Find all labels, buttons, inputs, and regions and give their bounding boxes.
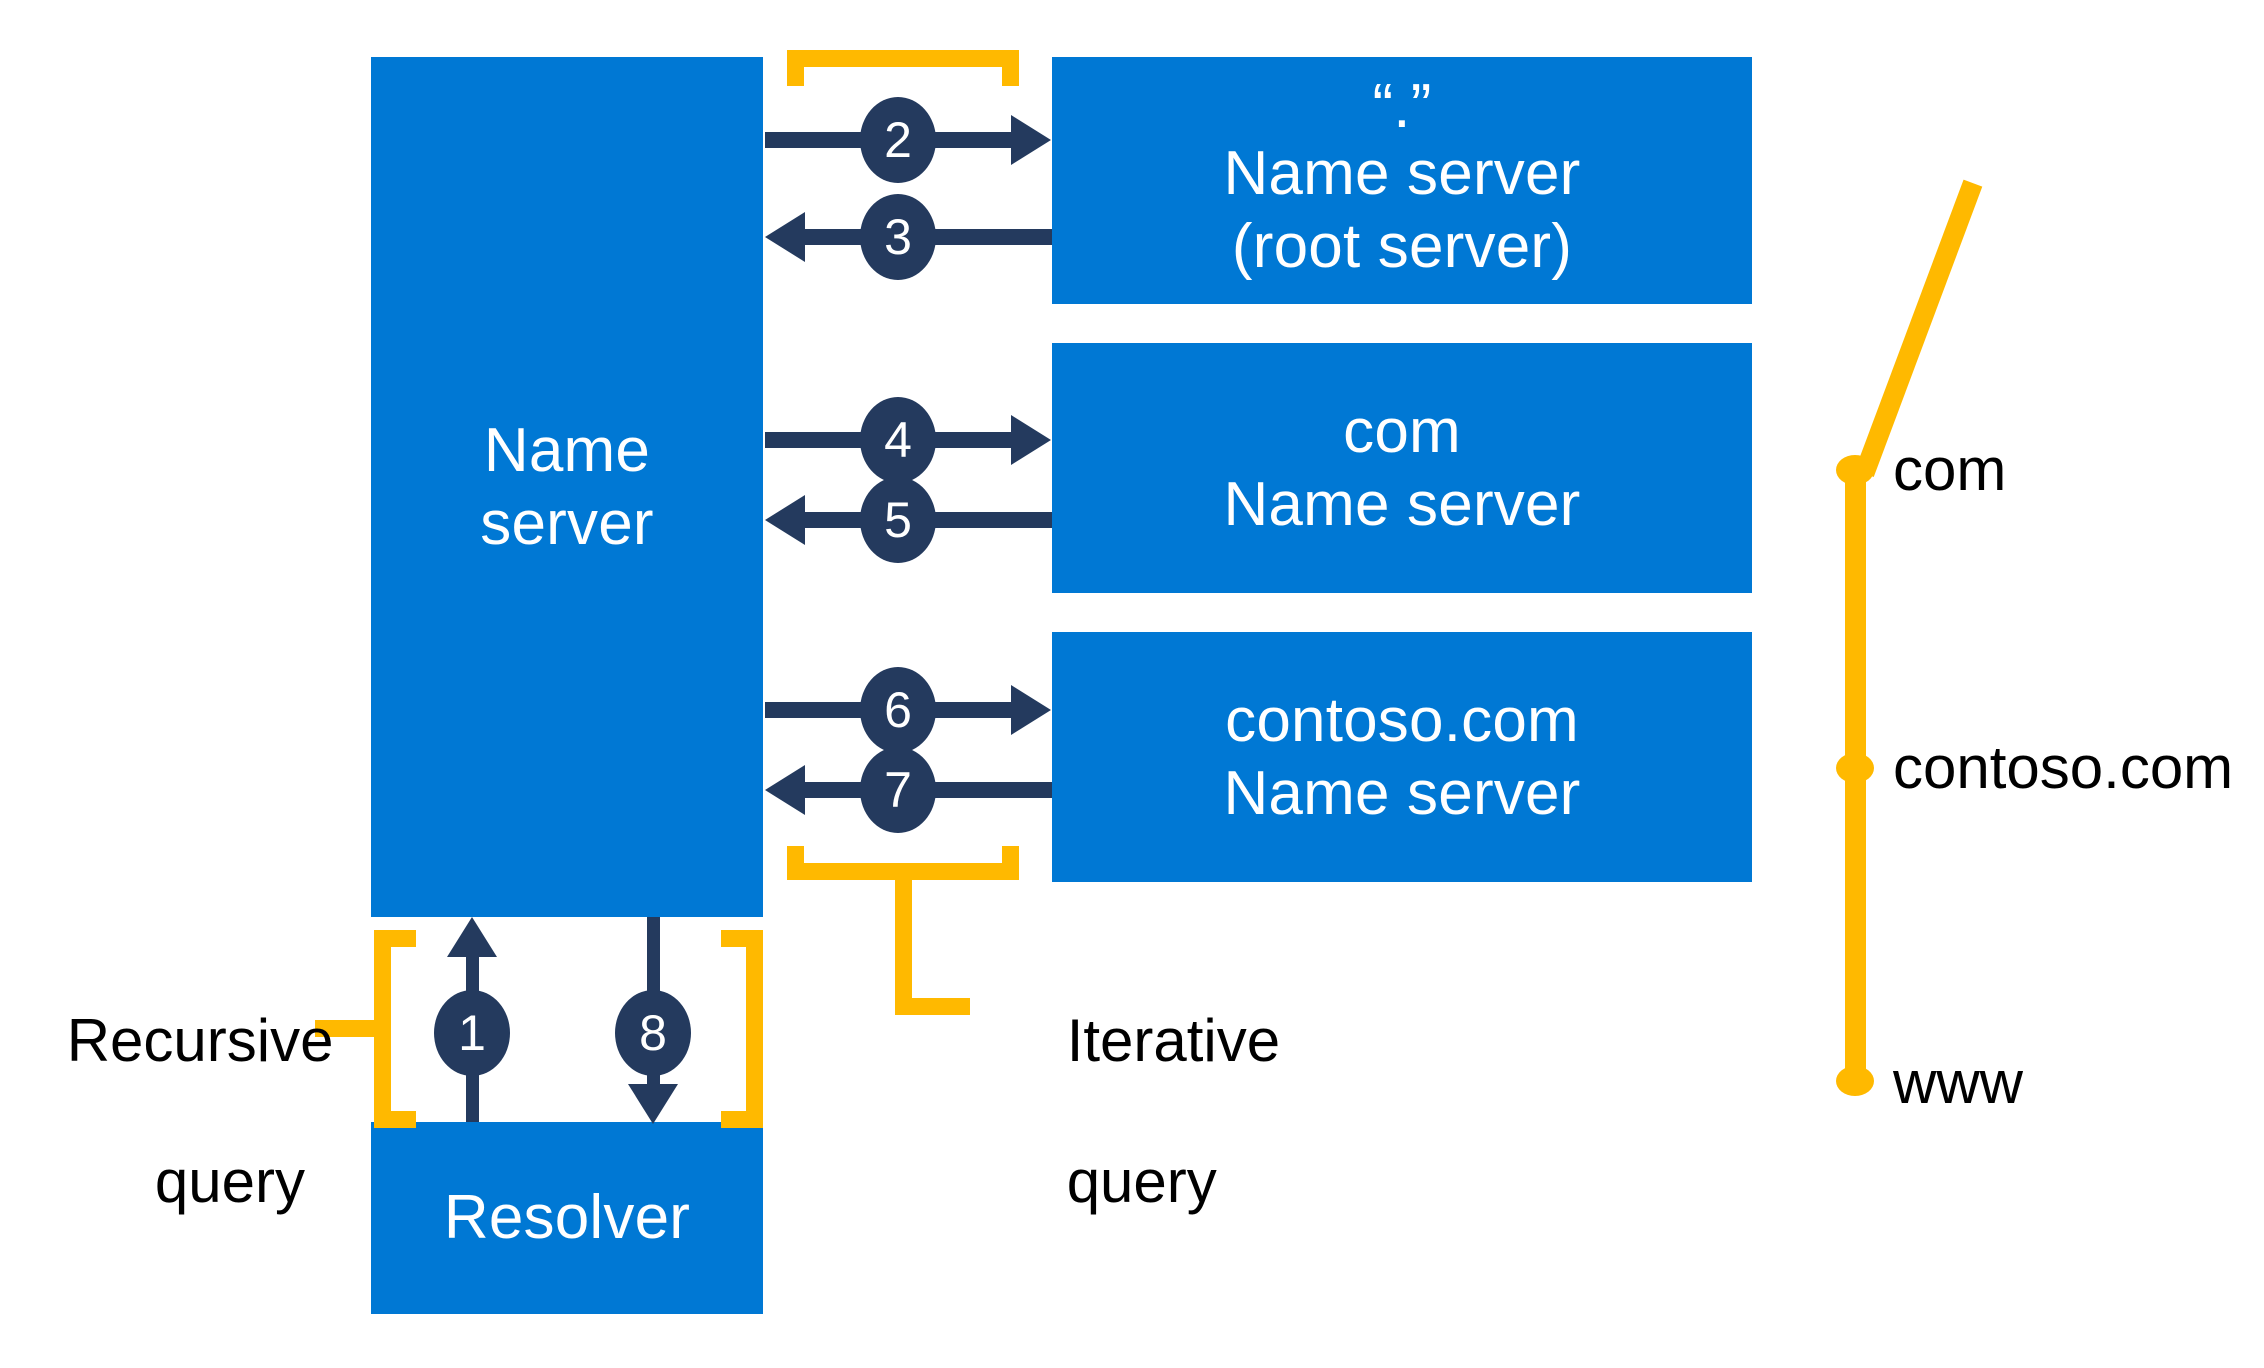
iterative-bracket-bottom-left-tick [787, 846, 804, 880]
step-badge-2: 2 [860, 97, 936, 183]
name-server-line-2: server [480, 489, 654, 558]
tree-node-label-contoso: contoso.com [1893, 734, 2234, 801]
arrow-step-6-head [1011, 685, 1051, 735]
block-com-name-server: com Name server [1052, 343, 1752, 593]
recursive-bracket-right-bottom-tick [721, 1111, 763, 1128]
iterative-bracket-top-bar [787, 50, 1019, 67]
iterative-bracket-bottom-right-tick [1002, 846, 1019, 880]
tree-branch-diagonal [1855, 179, 1983, 478]
root-server-line-2: Name server [1223, 138, 1581, 208]
recursive-bracket-right-vertical [746, 930, 763, 1128]
recursive-query-line-1: Recursive [66, 1006, 334, 1074]
root-server-line-3: (root server) [1231, 211, 1573, 281]
recursive-query-label: Recursive query [0, 935, 334, 1289]
recursive-bracket-left-vertical [374, 930, 391, 1128]
step-badge-6: 6 [860, 667, 936, 753]
arrow-step-1-head [447, 917, 497, 957]
recursive-bracket-left-top-tick [374, 930, 416, 947]
block-name-server: Name server [371, 57, 763, 917]
step-badge-4: 4 [860, 397, 936, 483]
resolver-label: Resolver [443, 1183, 691, 1253]
block-contoso-name-server: contoso.com Name server [1052, 632, 1752, 882]
iterative-bracket-stem-vertical [895, 863, 912, 1015]
root-server-dot-label: “.” [1372, 71, 1432, 141]
iterative-query-label: Iterative query [1000, 935, 1280, 1289]
arrow-step-8-head [628, 1084, 678, 1124]
name-server-line-1: Name [483, 415, 651, 485]
arrow-step-3-head [765, 212, 805, 262]
step-badge-8: 8 [615, 990, 691, 1076]
step-badge-7: 7 [860, 747, 936, 833]
iterative-bracket-top-right-tick [1002, 50, 1019, 86]
tree-node-dot-com [1836, 455, 1874, 485]
iterative-query-line-2: query [1066, 1148, 1217, 1216]
recursive-query-line-2: query [154, 1148, 305, 1216]
com-server-line-2: Name server [1223, 470, 1581, 539]
block-root-name-server: “.” Name server (root server) [1052, 57, 1752, 304]
step-badge-5: 5 [860, 477, 936, 563]
com-server-line-1: com [1343, 396, 1461, 466]
arrow-step-5-head [765, 495, 805, 545]
contoso-server-line-2: Name server [1223, 759, 1581, 828]
iterative-bracket-stem-horizontal [895, 998, 970, 1015]
arrow-step-4-head [1011, 415, 1051, 465]
recursive-bracket-stem [315, 1020, 377, 1037]
block-resolver: Resolver [371, 1122, 763, 1314]
recursive-bracket-left-bottom-tick [374, 1111, 416, 1128]
arrow-step-2-head [1011, 115, 1051, 165]
step-badge-1: 1 [434, 990, 510, 1076]
contoso-server-line-1: contoso.com [1225, 685, 1579, 755]
iterative-bracket-top-left-tick [787, 50, 804, 86]
tree-node-dot-www [1836, 1066, 1874, 1096]
recursive-bracket-right-top-tick [721, 930, 763, 947]
step-badge-3: 3 [860, 194, 936, 280]
tree-node-dot-contoso [1836, 753, 1874, 783]
iterative-query-line-1: Iterative [1066, 1006, 1281, 1074]
arrow-step-7-head [765, 765, 805, 815]
tree-node-label-com: com [1893, 436, 2007, 503]
tree-node-label-www: www [1893, 1049, 2023, 1116]
